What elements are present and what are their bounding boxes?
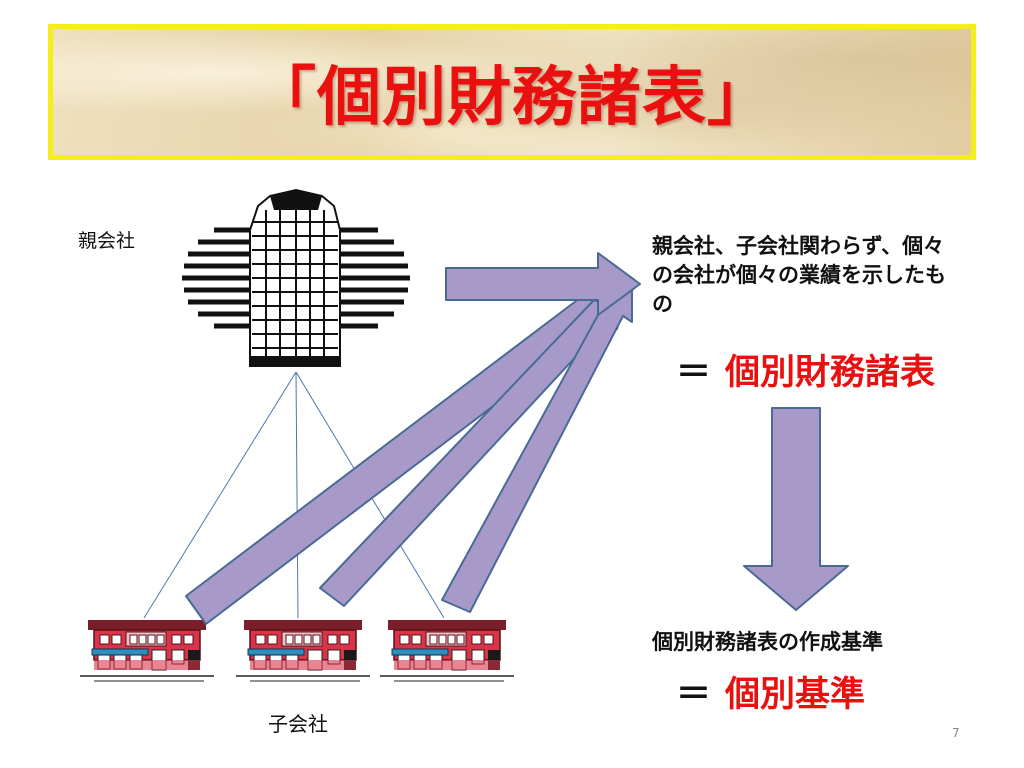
page-number: 7 [952, 726, 960, 740]
arrow-parent [445, 252, 641, 316]
connector-line [143, 371, 297, 619]
title-banner: 「個別財務諸表」 [48, 24, 976, 160]
standard-equation: ＝ 個別基準 [676, 666, 865, 717]
parent-company-label: 親会社 [78, 230, 136, 252]
standard-label: 個別財務諸表の作成基準 [652, 630, 883, 654]
shop-building-icon [79, 619, 215, 682]
result-term: 個別財務諸表 [725, 353, 936, 393]
subsidiary-label: 子会社 [268, 712, 328, 736]
result-equation: ＝ 個別財務諸表 [676, 344, 935, 395]
arrow-down [743, 407, 849, 611]
standard-term: 個別基準 [725, 675, 866, 715]
office-tower-icon [182, 188, 410, 367]
shop-building-icon [379, 619, 515, 682]
slide-title: 「個別財務諸表」 [252, 61, 772, 135]
equals-sign: ＝ [676, 675, 712, 715]
equals-sign: ＝ [676, 353, 712, 393]
connector-line [295, 371, 299, 619]
description-text: 親会社、子会社関わらず、個々の会社が個々の業績を示したもの [652, 234, 946, 316]
shop-building-icon [235, 619, 371, 682]
